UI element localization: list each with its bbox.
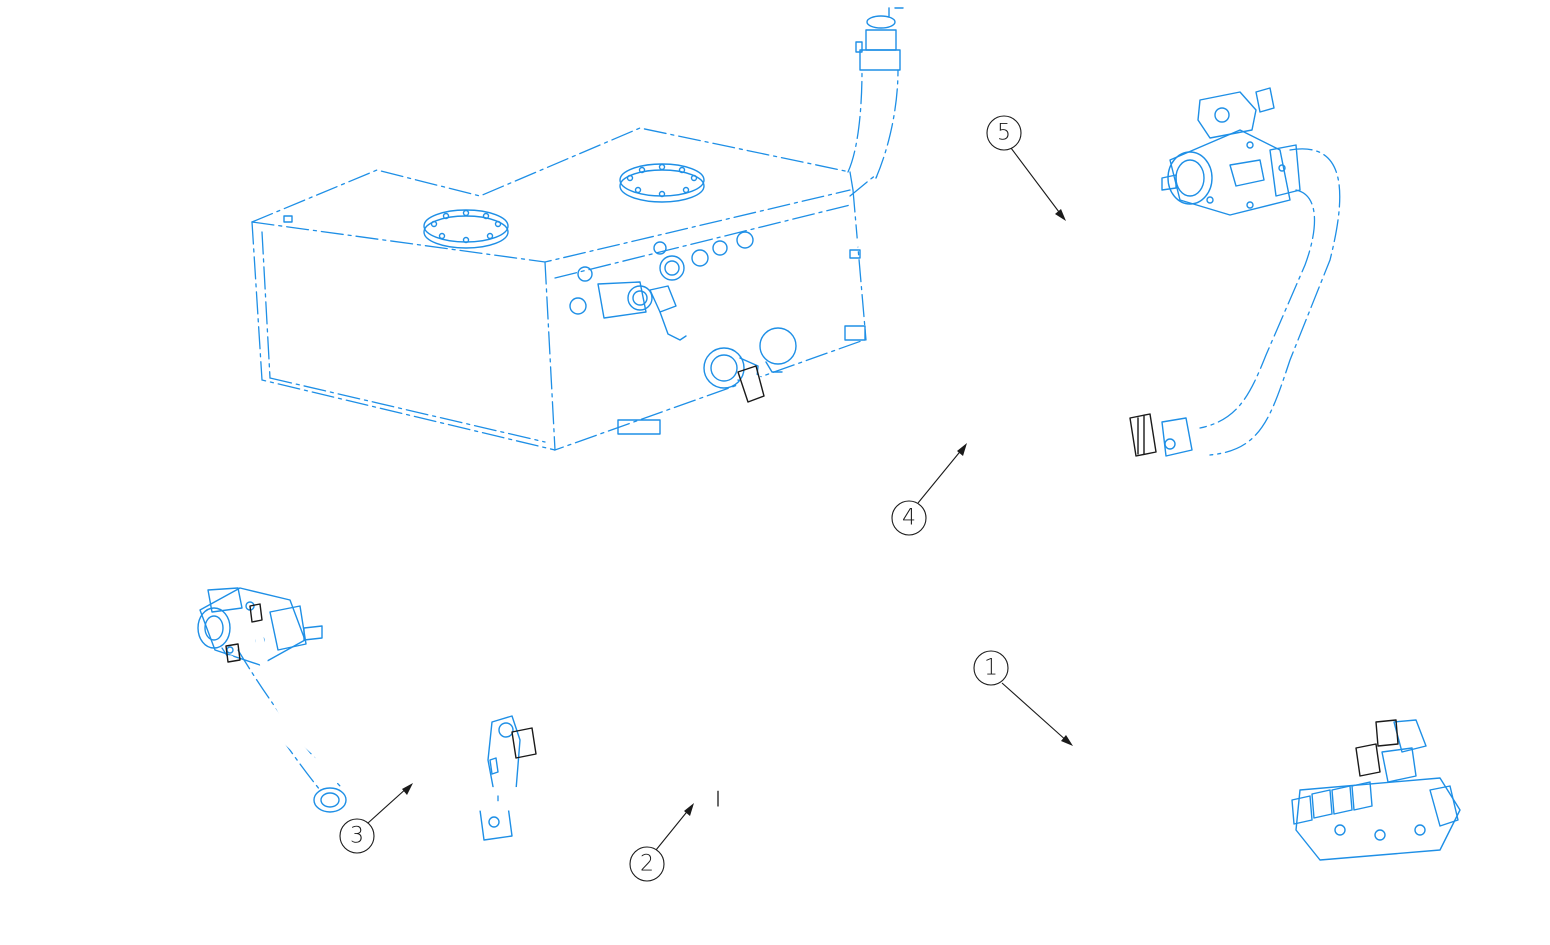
hose-5	[681, 171, 1159, 333]
callout-label-4: 4	[902, 506, 916, 531]
callout-balloon-3	[339, 818, 375, 854]
callout-balloon-5	[986, 115, 1022, 151]
callout-5: 5	[986, 115, 1066, 221]
callout-4: 4	[891, 443, 967, 536]
callout-balloon-4	[891, 500, 927, 536]
callout-balloon-1	[973, 650, 1009, 686]
hydraulic-tank	[251, 7, 904, 451]
callout-label-3: 3	[350, 824, 364, 849]
callout-label-5: 5	[997, 121, 1011, 146]
callout-2: 2	[629, 803, 694, 882]
callout-3: 3	[339, 783, 413, 854]
callout-balloon-2	[629, 846, 665, 882]
callout-1: 1	[973, 650, 1073, 746]
callout-label-1: 1	[984, 656, 998, 681]
control-valve	[1291, 719, 1461, 861]
hoses	[225, 167, 1399, 811]
manifold-block	[479, 715, 521, 841]
top-pump	[1161, 87, 1341, 457]
callout-label-2: 2	[640, 852, 654, 877]
